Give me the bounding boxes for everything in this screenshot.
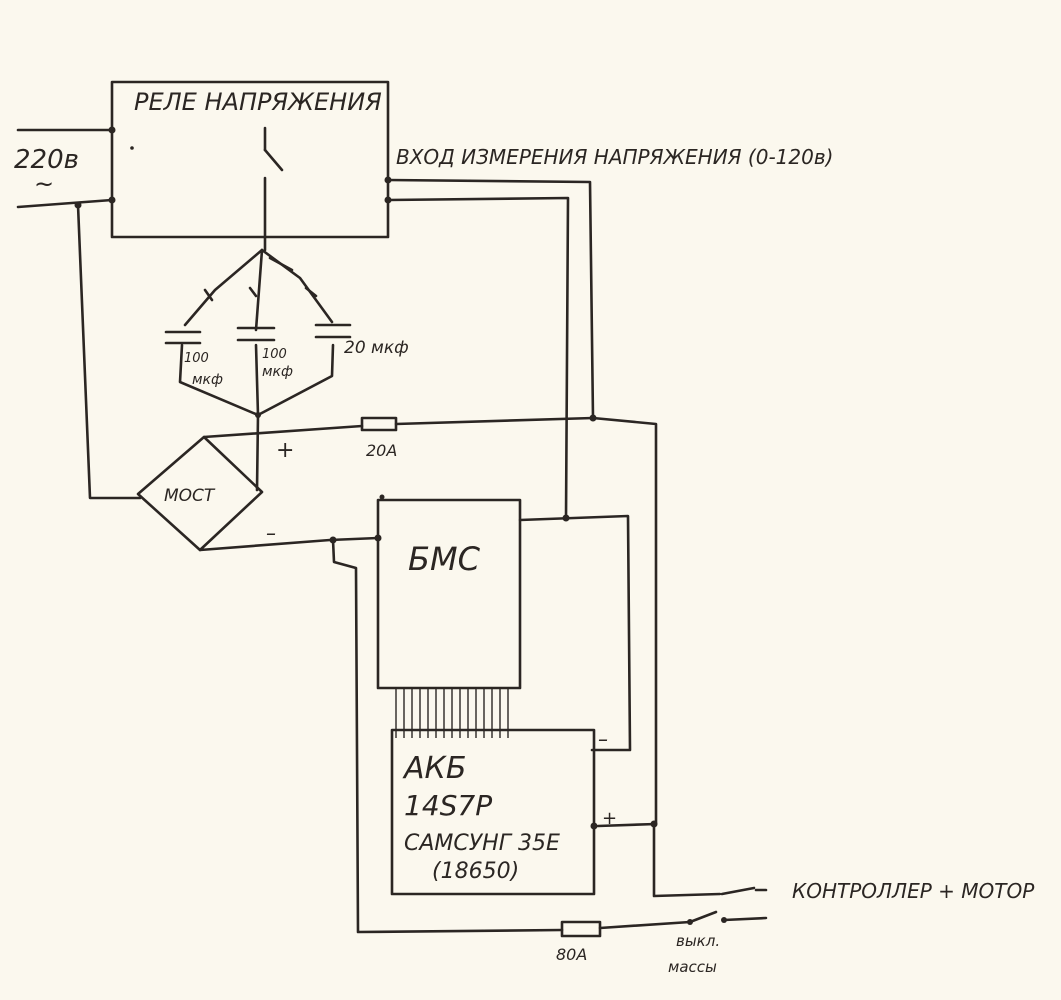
bridge-label: МОСТ: [164, 486, 216, 506]
relay-switch-contact: [130, 126, 284, 252]
battery-minus-sign: –: [598, 727, 608, 751]
capacitor-3: [314, 323, 352, 339]
ac-symbol: ~: [34, 170, 54, 198]
ground-switch-label-2: массы: [668, 958, 717, 976]
fuse-80a: [560, 920, 602, 938]
capacitor-3-value: 20 мкф: [344, 338, 409, 358]
mains-voltage-label: 220в: [14, 145, 79, 175]
battery-cell-type: (18650): [432, 859, 519, 884]
bms-label: БМС: [408, 540, 481, 578]
bms-box: [376, 498, 522, 690]
bms-output-wire: [518, 514, 632, 752]
battery-label: АКБ: [402, 751, 466, 786]
fuse-80a-label: 80А: [556, 945, 587, 964]
fuse-20a-label: 20А: [366, 441, 397, 460]
voltage-relay-label: РЕЛЕ НАПРЯЖЕНИЯ: [134, 88, 382, 116]
bridge-minus-sign: –: [266, 521, 276, 545]
load-label: КОНТРОЛЛЕР + МОТОР: [792, 879, 1035, 903]
battery-box: [390, 728, 596, 896]
battery-config: 14S7P: [404, 789, 492, 822]
battery-cell-brand: САМСУНГ 35Е: [404, 831, 560, 856]
capacitor-1-unit: мкф: [192, 372, 223, 388]
capacitor-2-unit: мкф: [262, 364, 293, 380]
capacitor-1: [164, 330, 202, 345]
load-output-wires: [652, 822, 768, 898]
capacitor-2: [236, 326, 276, 342]
voltage-relay-box: [110, 80, 390, 239]
measure-input-wires: [384, 176, 595, 520]
capacitor-1-value: 100: [184, 351, 209, 366]
measure-input-label: ВХОД ИЗМЕРЕНИЯ НАПРЯЖЕНИЯ (0-120в): [396, 145, 833, 169]
fuse-20a: [360, 416, 398, 432]
bridge-plus-sign: +: [276, 438, 294, 463]
capacitor-bank-wiring: [178, 248, 335, 492]
mains-input-wires: [16, 126, 142, 500]
negative-rail: [198, 534, 692, 934]
battery-plus-sign: +: [602, 808, 617, 829]
ground-switch-label-1: выкл.: [676, 932, 720, 950]
ground-switch: [687, 910, 768, 925]
capacitor-2-value: 100: [262, 347, 287, 362]
